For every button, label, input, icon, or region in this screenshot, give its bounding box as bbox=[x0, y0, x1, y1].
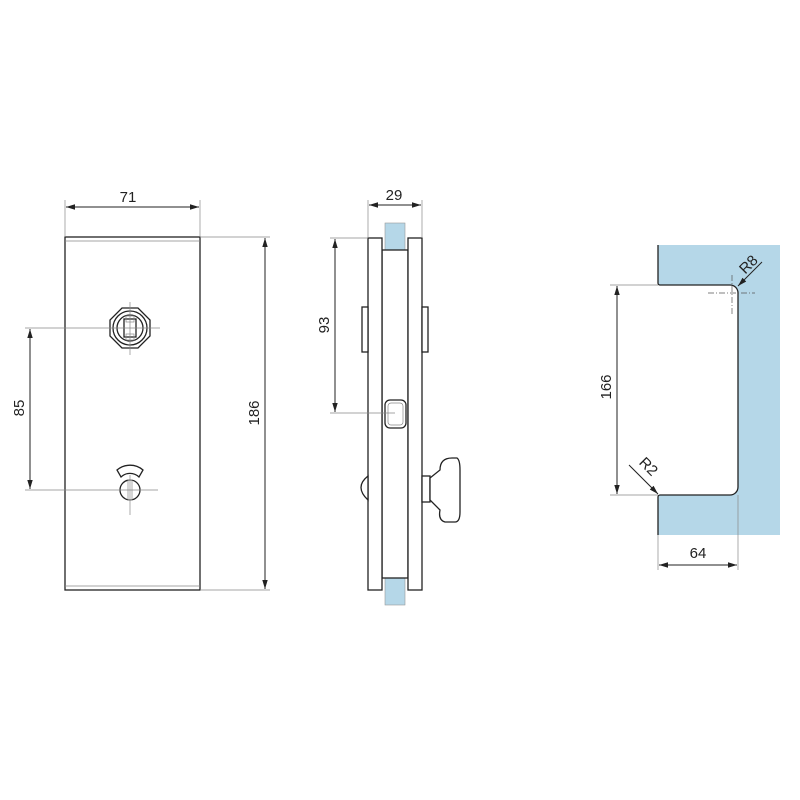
thumb-knob-icon bbox=[421, 457, 461, 523]
hole-spacing-dimension: 85 bbox=[11, 400, 28, 417]
front-view: 71 186 85 bbox=[11, 189, 270, 591]
left-plate bbox=[367, 237, 383, 591]
cylinder-cap bbox=[360, 474, 369, 502]
side-view: 29 93 bbox=[316, 187, 461, 606]
front-plate bbox=[64, 236, 201, 591]
latch-slot bbox=[384, 399, 407, 429]
right-plate bbox=[407, 237, 423, 591]
glass-cutout-view: 166 64 R8 R2 bbox=[598, 245, 780, 570]
front-width-dimension: 71 bbox=[120, 189, 137, 206]
cutout-width-dimension: 64 bbox=[690, 545, 707, 562]
side-thickness-dimension: 29 bbox=[386, 187, 403, 204]
slot-offset-dimension: 93 bbox=[316, 317, 333, 334]
front-height-dimension: 186 bbox=[246, 400, 263, 425]
cutout-height-dimension: 166 bbox=[598, 374, 615, 399]
glass-with-cutout bbox=[658, 245, 780, 535]
